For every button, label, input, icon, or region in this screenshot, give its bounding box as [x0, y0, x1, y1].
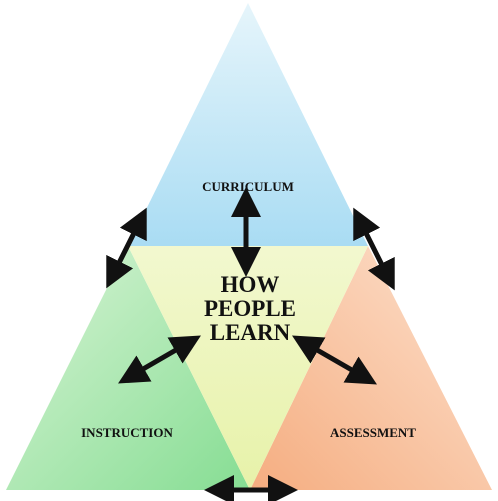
center-title-line-1: HOW [221, 272, 280, 297]
center-title-line-2: PEOPLE [204, 296, 296, 321]
center-title-line-3: LEARN [210, 320, 291, 345]
center-region [128, 246, 368, 490]
arrow-center-instruction [118, 335, 201, 384]
arrow-curriculum-instruction [106, 207, 147, 289]
instruction-label: INSTRUCTION [81, 425, 173, 440]
arrow-center-assessment [292, 335, 377, 385]
arrow-curriculum-assessment [353, 207, 395, 291]
curriculum-region [128, 3, 368, 246]
curriculum-label: CURRICULUM [202, 179, 294, 194]
assessment-label: ASSESSMENT [330, 425, 416, 440]
